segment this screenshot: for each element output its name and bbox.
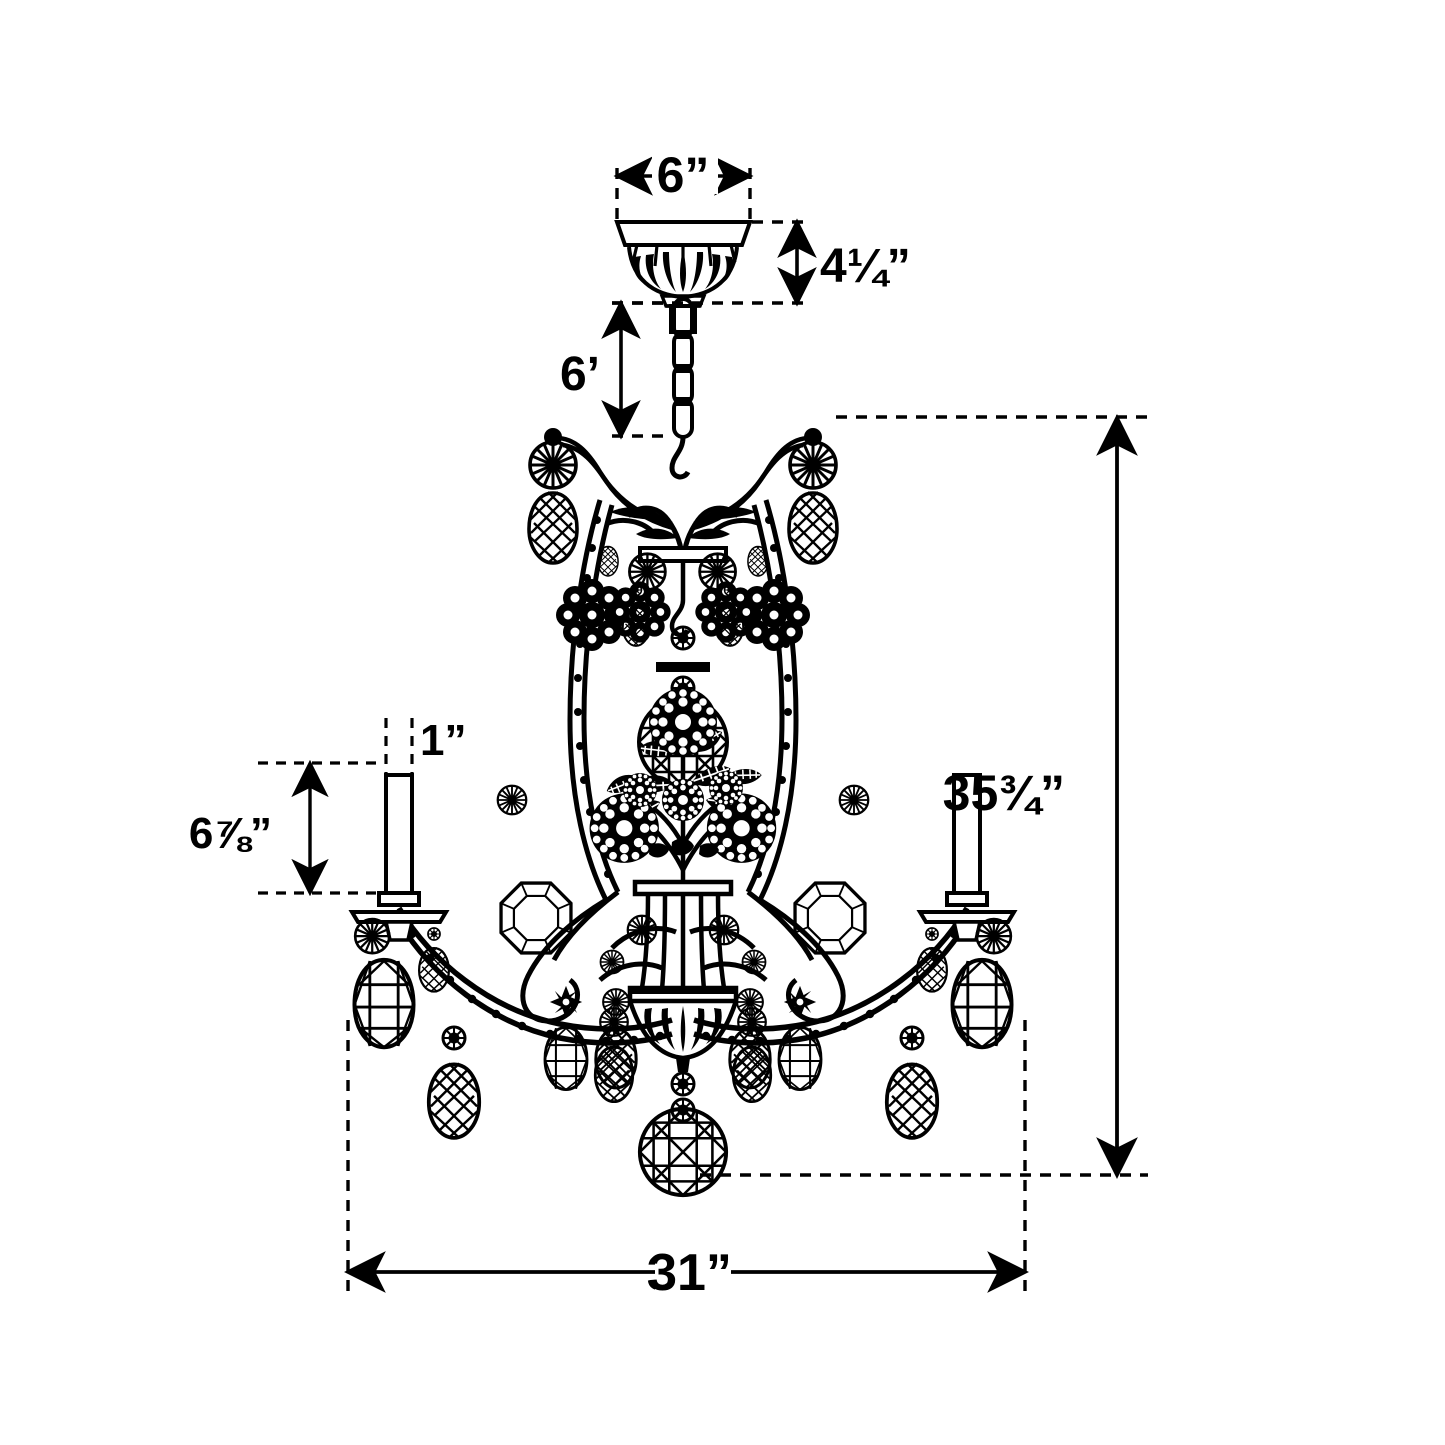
candle-assembly-right — [916, 773, 1018, 1047]
bouquet-buds — [649, 838, 719, 858]
hanging-chain — [669, 297, 697, 480]
crown-crystal-left — [527, 440, 579, 565]
bottom-crystal-ball-finial — [637, 1058, 729, 1198]
dimension-labels-front: 6” 31” — [648, 147, 732, 1302]
frame-flower-right — [695, 579, 810, 651]
crown-crystal-right — [787, 440, 839, 565]
candle-assembly-left — [348, 773, 450, 1047]
dim-sleeve-height-extensions — [258, 761, 384, 895]
dim-overall-height-extensions — [700, 415, 1148, 1177]
dim-sleeve-dia-extensions — [384, 718, 414, 775]
dim-label-canopy-height: 4¼” — [820, 240, 911, 293]
dim-label-sleeve-diameter: 1” — [420, 716, 466, 765]
label-line-breaks — [652, 152, 731, 1294]
crown-leaf-cluster — [610, 507, 756, 540]
dim-label-chain-length: 6’ — [560, 348, 600, 401]
ceiling-canopy — [614, 220, 753, 308]
beaded-vase — [627, 879, 739, 1004]
dim-label-overall-width-front: 31” — [648, 1244, 732, 1302]
dim-label-overall-height: 35¾” — [943, 765, 1065, 821]
floral-bouquet — [589, 688, 777, 881]
dimension-labels: 6” 4¼” 6’ 1” 6⅞” 35¾” 31” — [189, 148, 1065, 1301]
dim-label-sleeve-height: 6⅞” — [189, 809, 272, 858]
centre-upper-crystal — [637, 625, 729, 788]
dim-overall-width-extensions — [346, 1020, 1027, 1300]
frame-flower-left — [556, 579, 671, 651]
dim-label-canopy-width-front: 6” — [657, 147, 710, 203]
